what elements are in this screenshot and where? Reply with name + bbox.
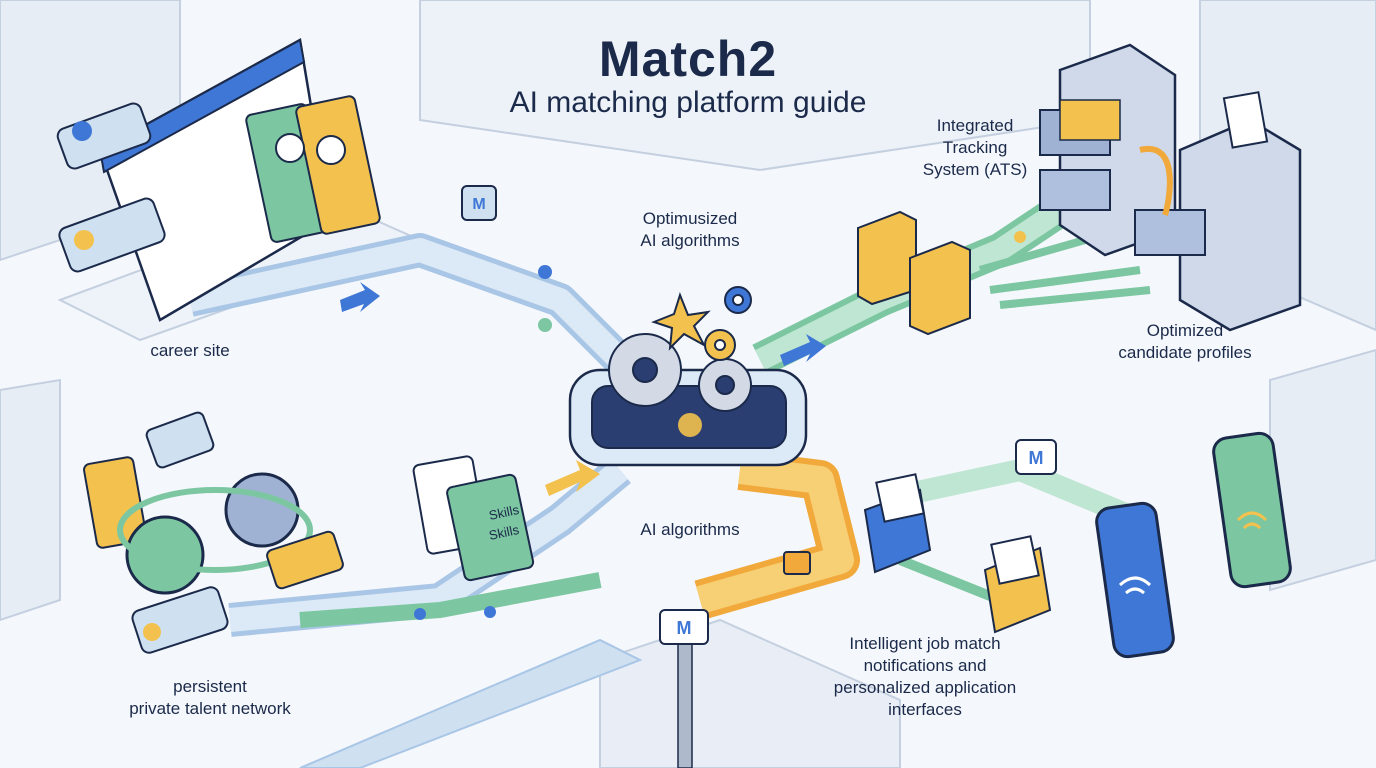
logo-chip (1015, 439, 1057, 475)
gear-icon (724, 286, 752, 314)
document-icon (1222, 91, 1269, 149)
track-node (538, 318, 552, 332)
gear-icon (608, 333, 682, 407)
page-title: Match2 (598, 31, 778, 87)
logo-chip (659, 609, 709, 645)
resume-card (412, 455, 535, 582)
phone-icon (1212, 431, 1292, 589)
talent-network (83, 411, 344, 654)
envelope-icon (983, 535, 1052, 634)
label-career-site: career site (150, 341, 230, 360)
folder-icon (909, 240, 971, 336)
avatar (125, 515, 205, 595)
label-talent-network: persistent private talent network (129, 677, 291, 718)
ai-hub (568, 286, 808, 467)
envelope-icon (863, 473, 932, 574)
label-ai-algorithms-top: Optimusized AI algorithms (640, 209, 740, 250)
skills-label-2: Skills (488, 522, 521, 543)
career-site-window (56, 38, 381, 322)
track-node (538, 265, 552, 279)
logo-letter: M (1029, 448, 1044, 468)
track-node (414, 608, 426, 620)
avatar (275, 133, 305, 163)
page-subtitle: AI matching platform guide (509, 86, 867, 119)
label-optimized-profiles: Optimized candidate profiles (1118, 321, 1252, 362)
avatar (316, 135, 346, 165)
spark-icon (651, 292, 711, 351)
label-notifications: Intelligent job match notifications and … (833, 634, 1017, 719)
gear-icon (698, 358, 752, 412)
label-ai-algorithms-bottom: AI algorithms (640, 520, 740, 539)
skills-label-1: Skills (488, 502, 521, 523)
label-ats: Integrated Tracking System (ATS) (922, 116, 1028, 179)
track-node (484, 606, 496, 618)
gear-icon (704, 329, 736, 361)
arrow-icon (340, 282, 380, 312)
ats-cabinets (1039, 43, 1302, 332)
logo-chip (461, 185, 497, 221)
folder-icon (857, 210, 917, 306)
track-career-to-hub (186, 233, 633, 373)
track-node (1014, 231, 1026, 243)
logo-letter: M (472, 196, 485, 213)
arrow-icon (545, 460, 600, 496)
phone-icon (1095, 501, 1175, 659)
avatar (224, 472, 300, 548)
logo-letter: M (677, 618, 692, 638)
track-down (299, 629, 693, 768)
arrow-icon (780, 334, 826, 366)
